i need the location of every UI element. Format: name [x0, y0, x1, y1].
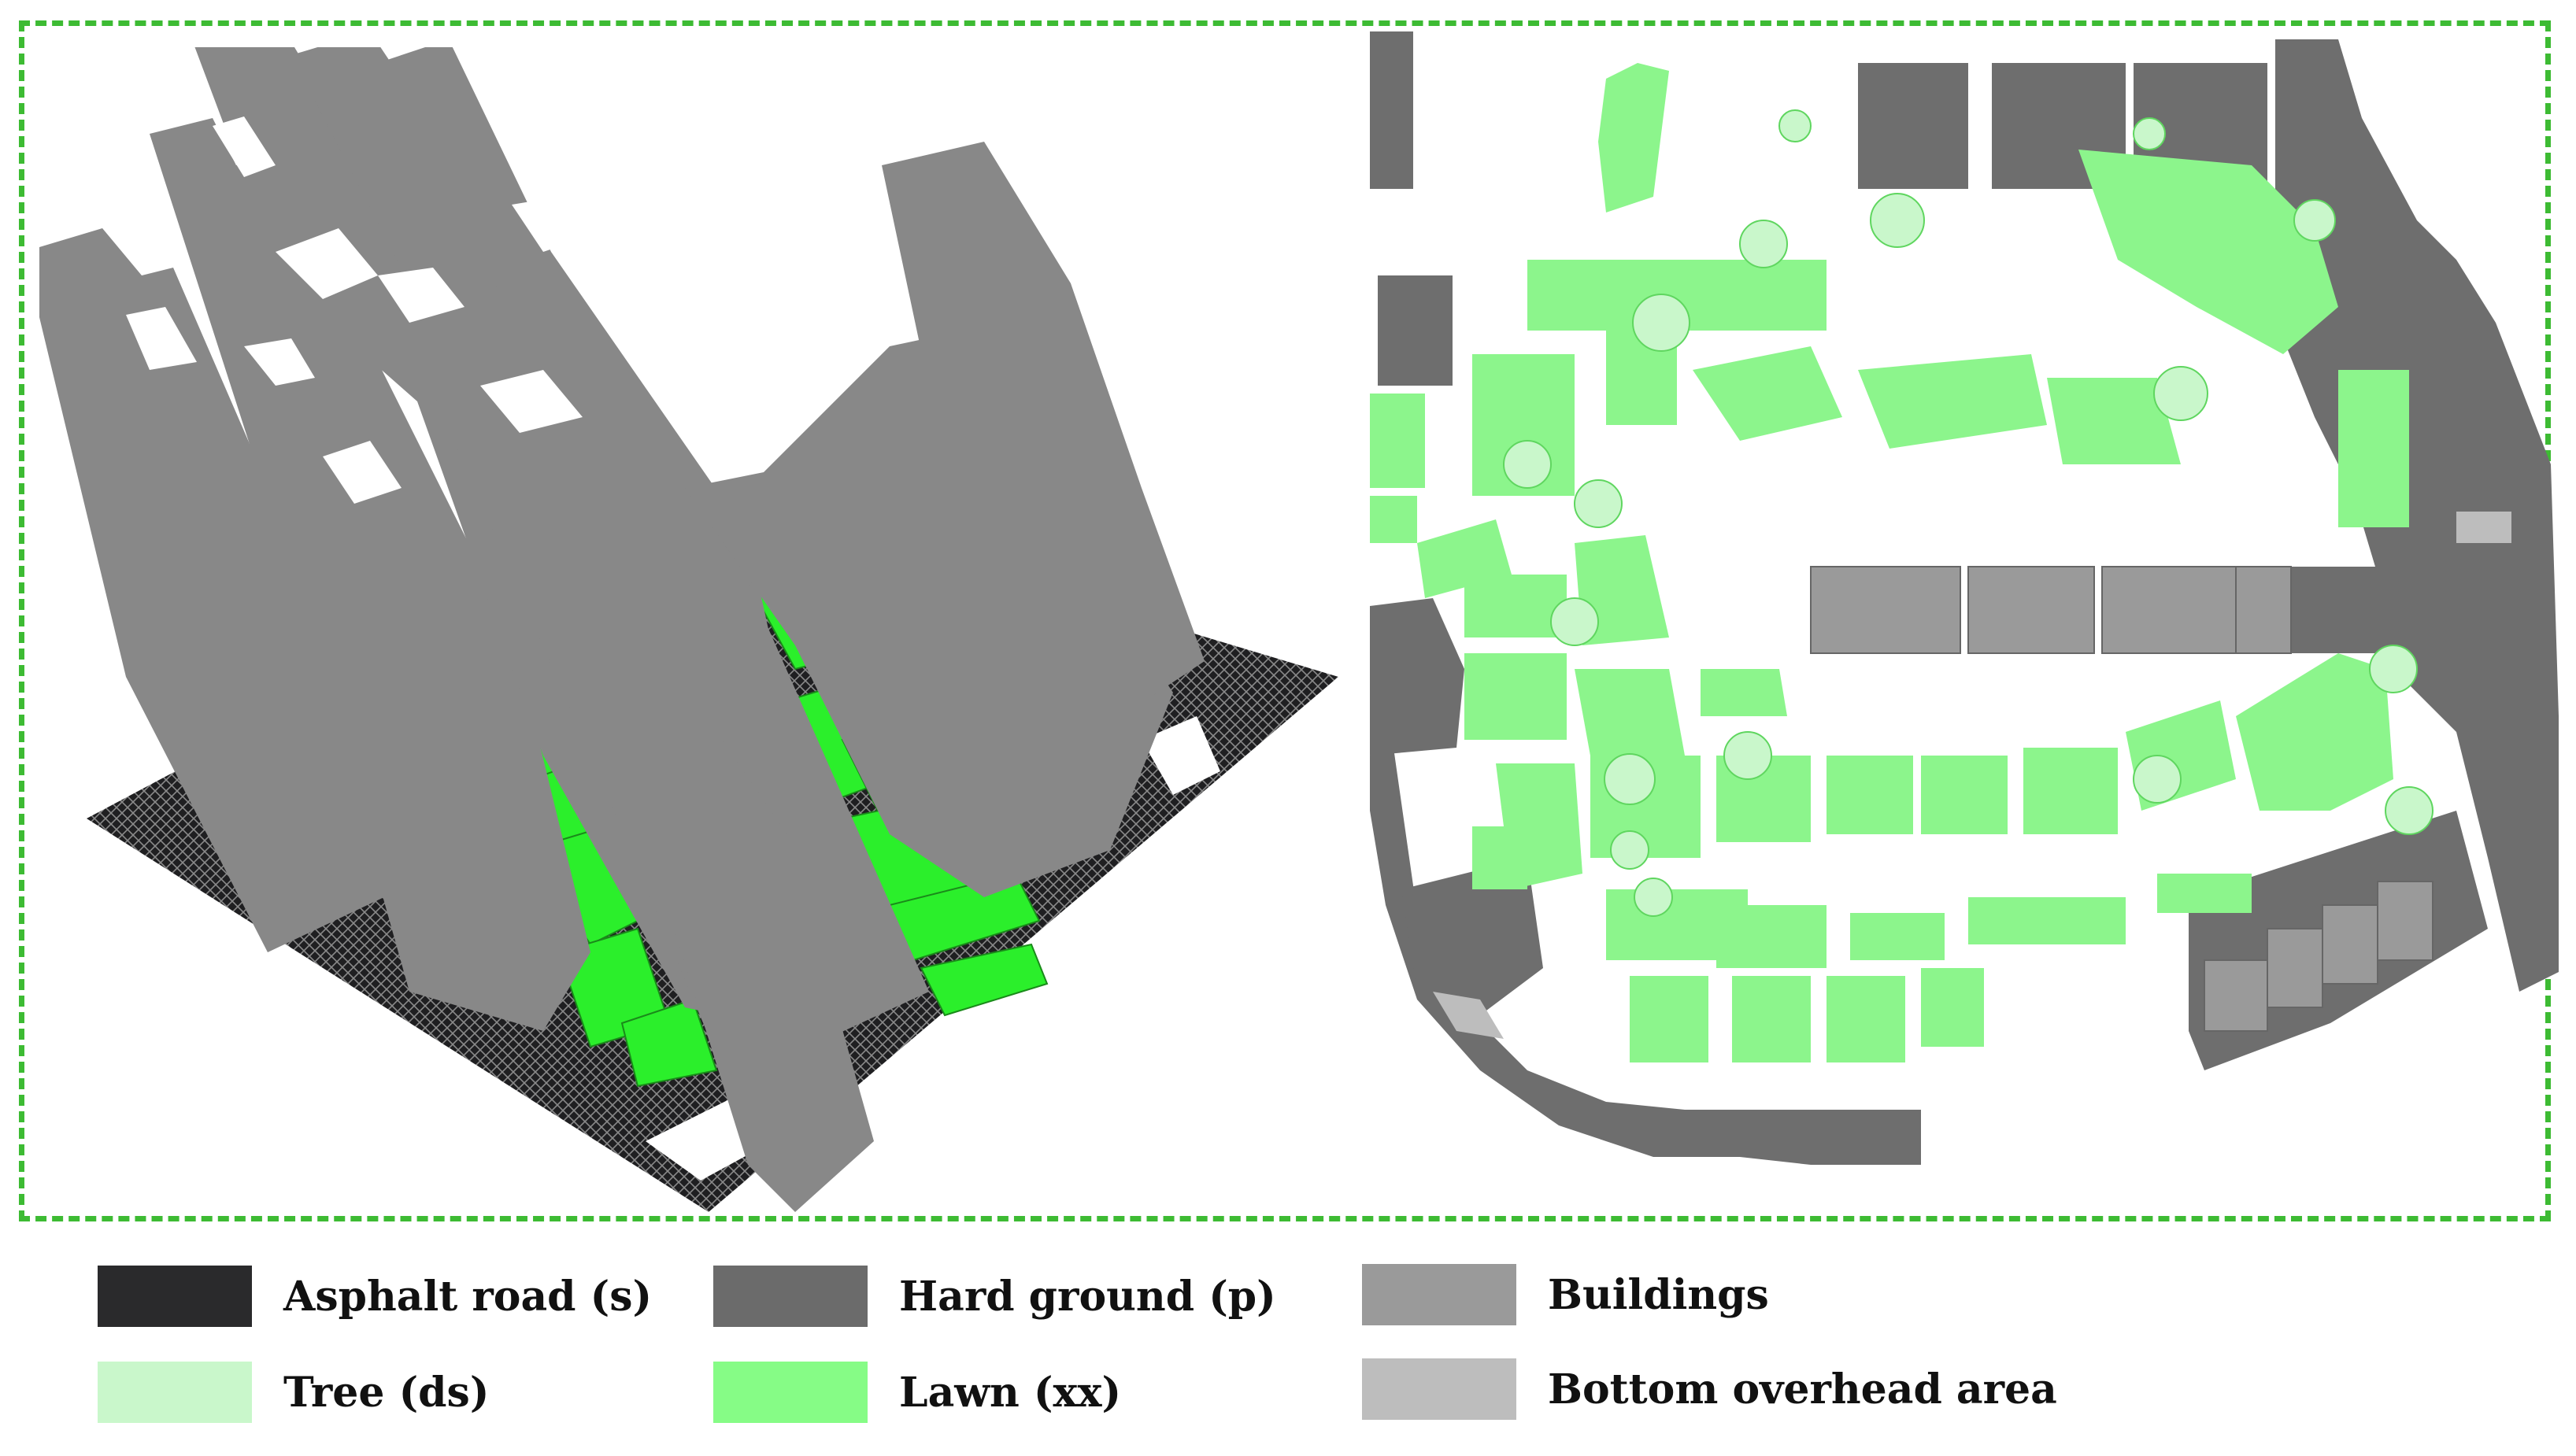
tower-rooftop-white: [126, 116, 590, 504]
legend-label: Asphalt road (s): [283, 1272, 653, 1321]
legend: Asphalt road (s) Hard ground (p) Buildin…: [0, 1244, 2576, 1456]
building-towers: [39, 47, 1205, 1212]
legend-label: Hard ground (p): [899, 1272, 1276, 1321]
site-plan-view: [1370, 31, 2559, 1165]
legend-label: Bottom overhead area: [1548, 1365, 2057, 1414]
legend-swatch-hard-ground: [713, 1266, 868, 1327]
legend-label: Tree (ds): [283, 1368, 490, 1417]
lawns: [1370, 63, 2409, 1062]
legend-swatch-lawn: [713, 1362, 868, 1423]
legend-item-lawn: Lawn (xx): [713, 1362, 1121, 1423]
legend-item-hard-ground: Hard ground (p): [713, 1266, 1276, 1327]
plaza-white: [1142, 716, 1220, 795]
buildings: [1810, 566, 2434, 1032]
legend-item-asphalt: Asphalt road (s): [98, 1266, 652, 1327]
legend-item-overhead: Bottom overhead area: [1362, 1358, 2057, 1420]
overhead-area: [1433, 512, 2511, 1039]
model-3d-view: [39, 47, 1338, 1212]
legend-swatch-asphalt: [98, 1266, 252, 1327]
legend-label: Lawn (xx): [899, 1368, 1122, 1417]
legend-item-buildings: Buildings: [1362, 1264, 1769, 1325]
legend-label: Buildings: [1548, 1270, 1769, 1319]
legend-swatch-buildings: [1362, 1264, 1516, 1325]
legend-item-tree: Tree (ds): [98, 1362, 489, 1423]
trees: [1503, 109, 2434, 917]
legend-swatch-tree: [98, 1362, 252, 1423]
legend-swatch-overhead: [1362, 1358, 1516, 1420]
